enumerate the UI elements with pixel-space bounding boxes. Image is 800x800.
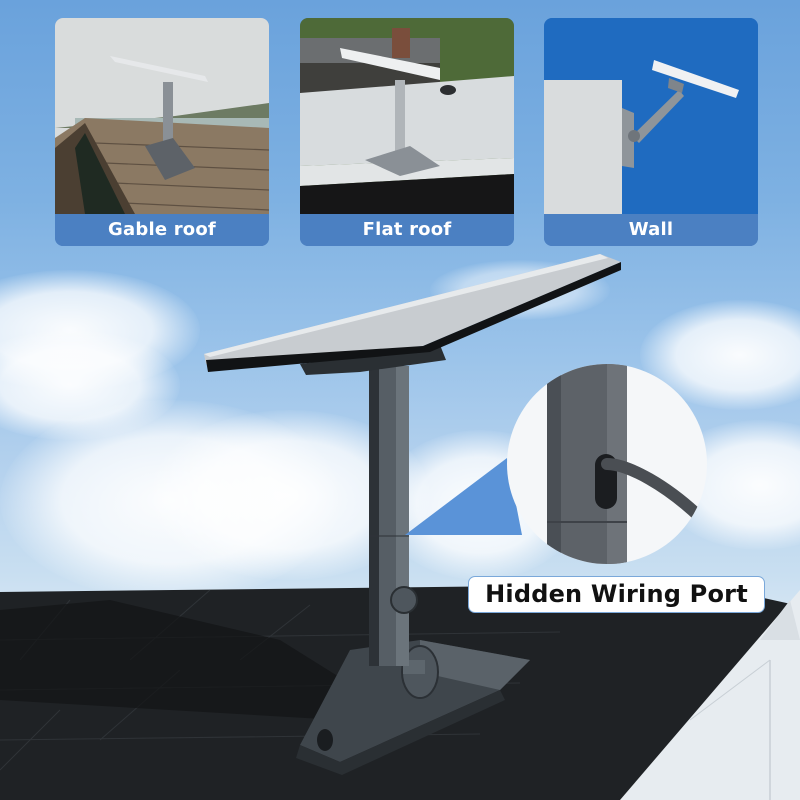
flat-roof-photo [300,18,514,214]
adjust-knob [390,586,418,614]
mount-option-wall: Wall [544,18,758,246]
wiring-port-illustration [547,364,707,564]
white-gable [620,590,800,800]
cable [601,458,707,530]
gable-roof-label: Gable roof [55,214,269,246]
gable-roof-photo [55,18,269,214]
satellite-dish [204,254,621,364]
wall-label: Wall [544,214,758,246]
hidden-wiring-port-label: Hidden Wiring Port [468,576,765,613]
wall-photo [544,18,758,214]
wiring-port-detail [507,364,707,564]
mount-option-gable-roof: Gable roof [55,18,269,246]
mount-option-flat-roof: Flat roof [300,18,514,246]
flat-roof-label: Flat roof [300,214,514,246]
